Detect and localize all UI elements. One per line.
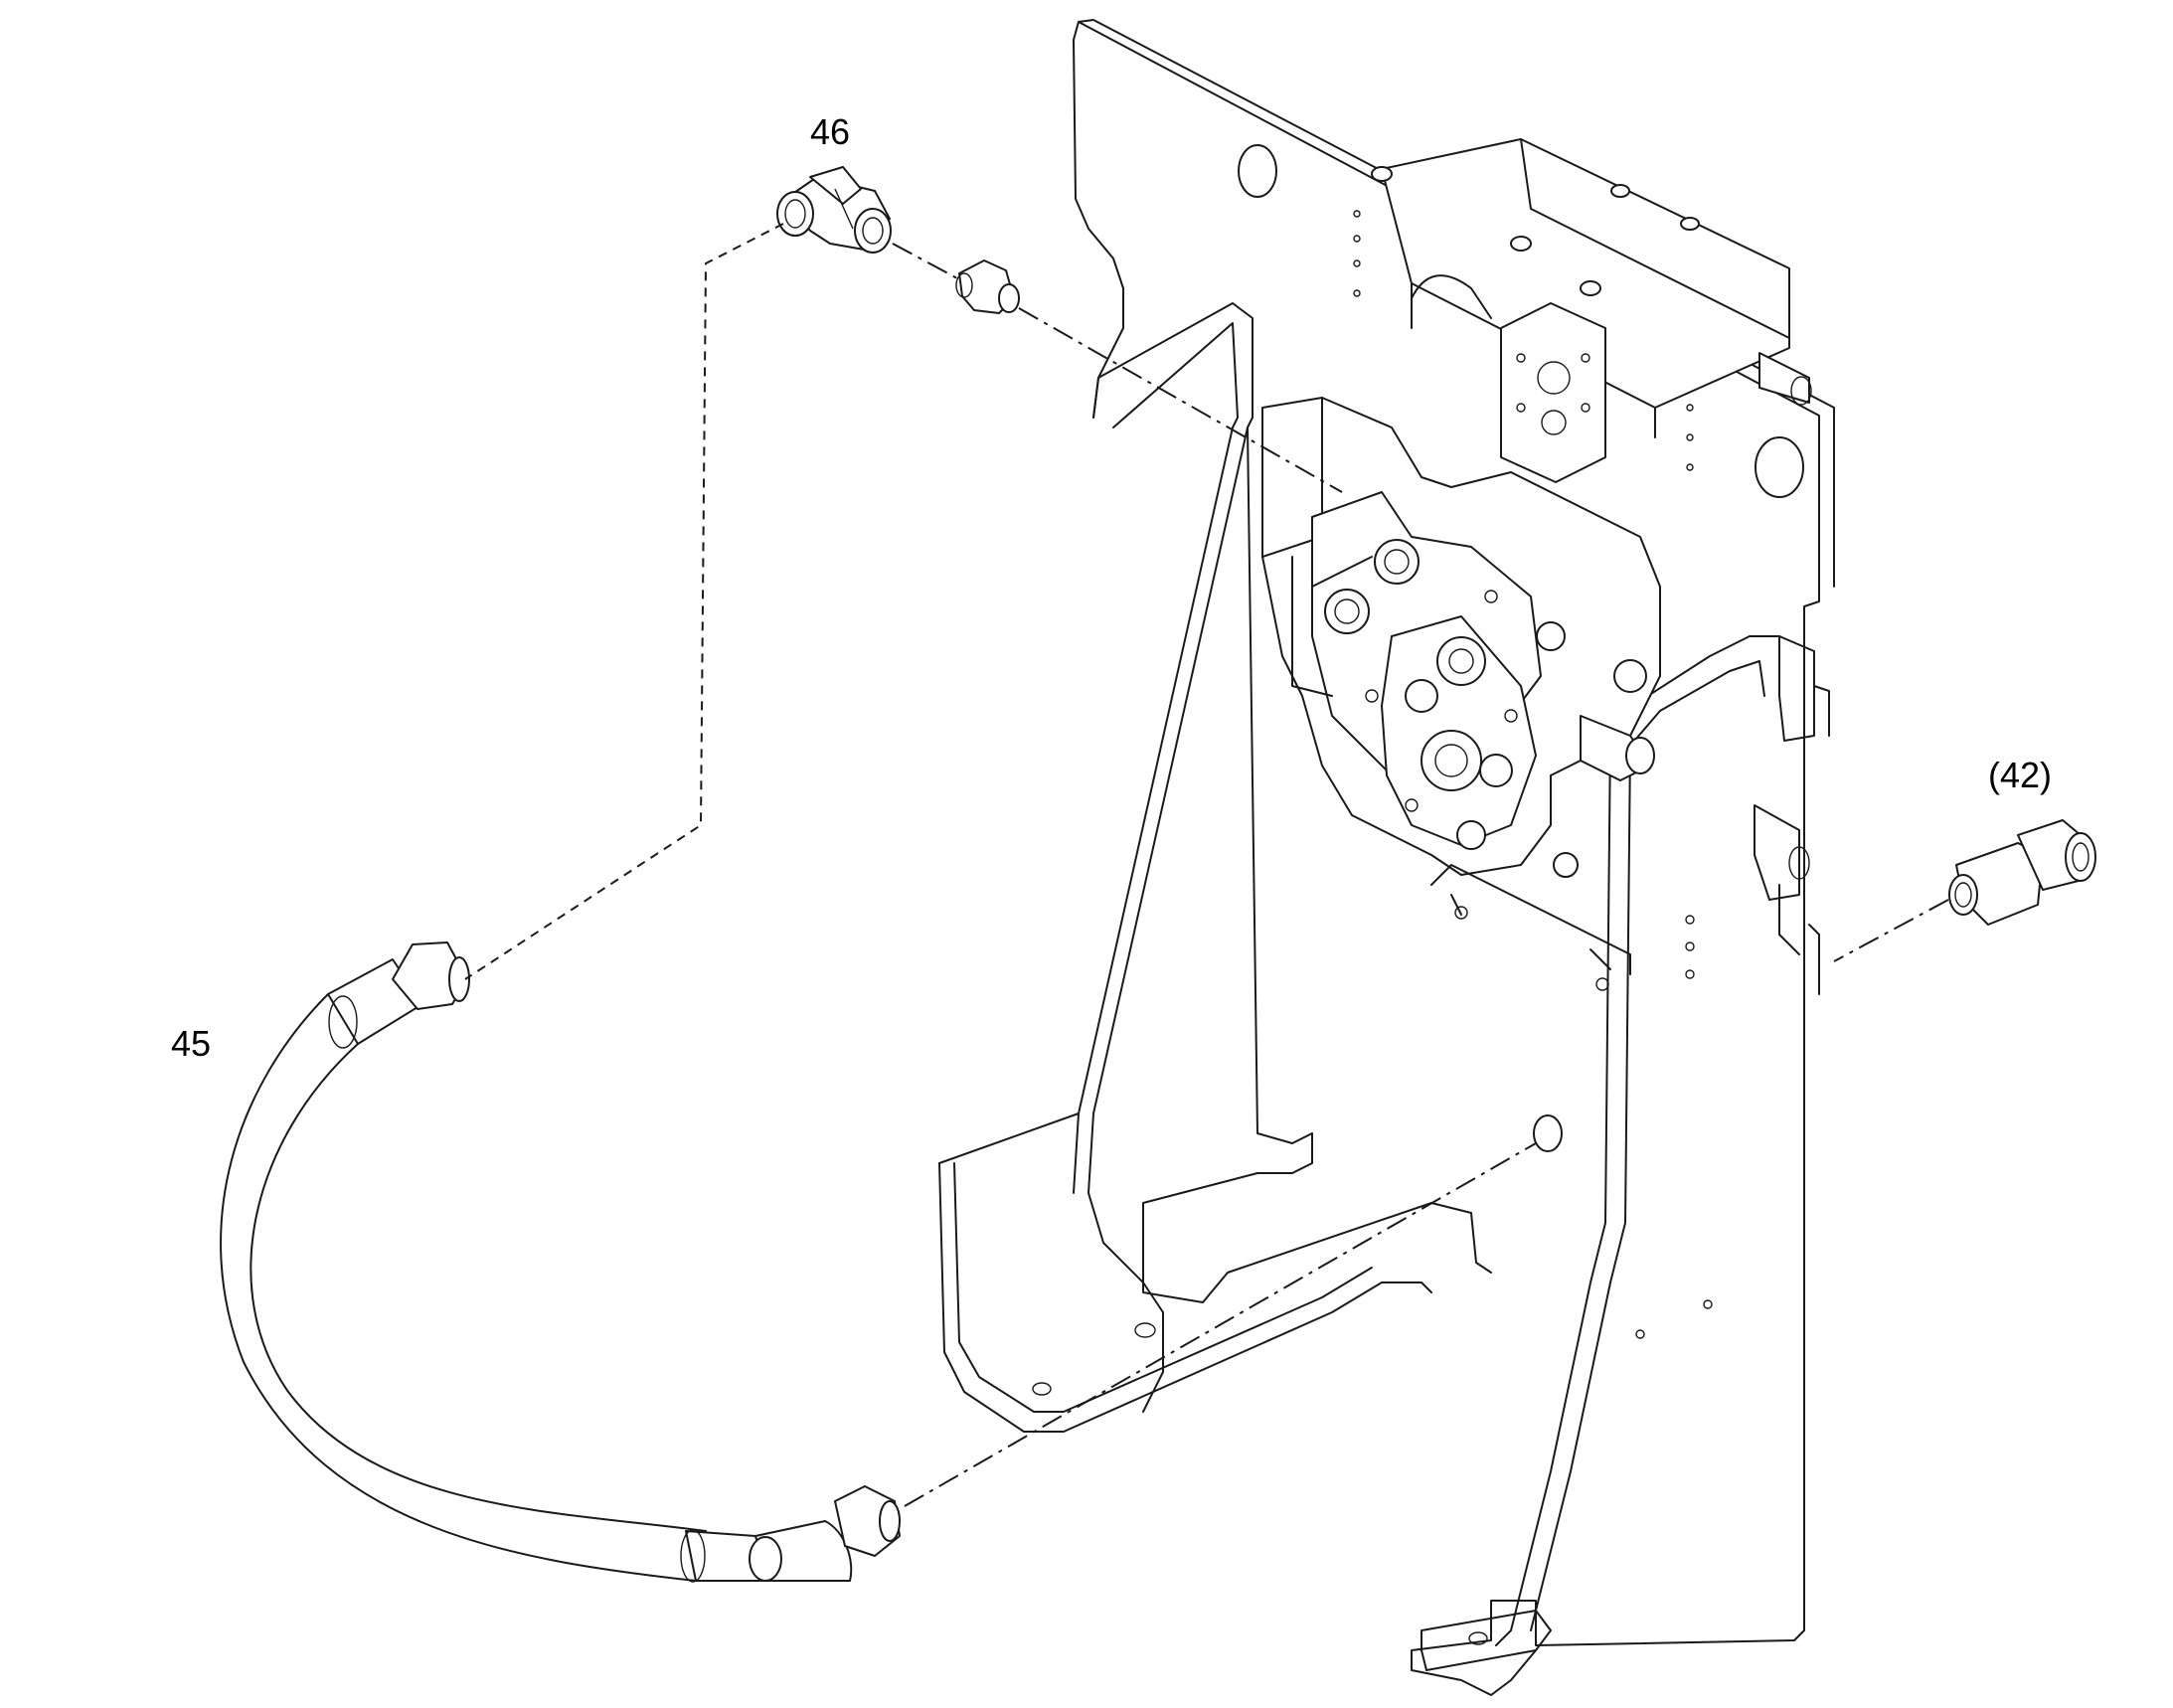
hose-assembly-45 xyxy=(220,941,901,1583)
side-bracket xyxy=(1754,635,1830,995)
hydraulic-pump xyxy=(1261,397,1661,991)
adapter-nipple xyxy=(955,259,1020,314)
callout-46: 46 xyxy=(810,111,850,152)
callout-42: (42) xyxy=(1988,755,2052,795)
assembly-centerlines xyxy=(464,223,1949,1507)
callout-45: 45 xyxy=(171,1023,211,1064)
valve-block xyxy=(1371,138,1812,483)
elbow-fitting-46 xyxy=(776,166,892,254)
elbow-fitting-42 xyxy=(1948,819,2096,926)
